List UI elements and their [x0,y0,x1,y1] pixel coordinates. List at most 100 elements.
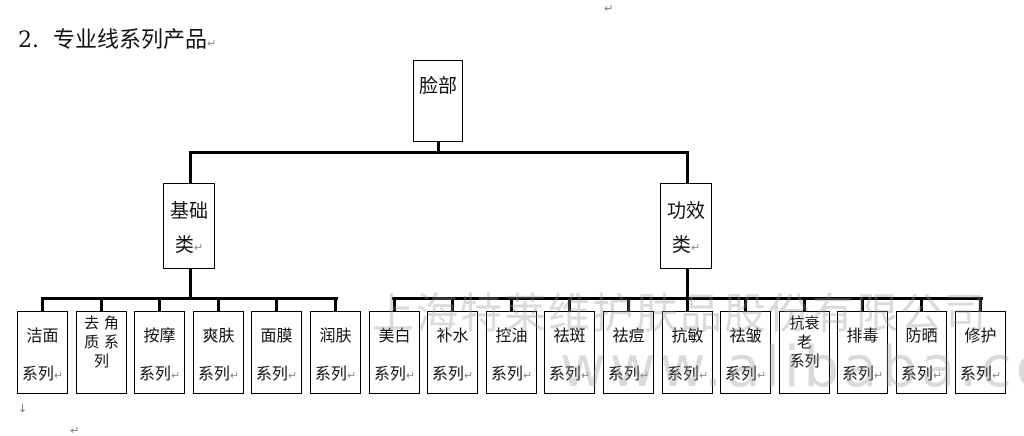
leaf-node: 祛斑系列↵ [544,311,595,394]
connector [627,297,630,311]
connector [510,297,513,311]
leaf-label: 祛皱 [729,326,762,345]
category-label: 类 [174,234,194,256]
paragraph-mark: ↵ [463,369,474,382]
connector [979,297,982,311]
leaf-node: 抗衰老系列 [779,311,830,394]
paragraph-mark: ↵ [53,369,64,382]
leaf-label: 美白 [378,326,411,345]
leaf-label: 去 角 [84,314,119,332]
connector [437,142,440,153]
leaf-label: 老 [796,333,812,351]
leaf-label: 质 系 [84,333,119,351]
paragraph-mark: ↵ [991,369,1002,382]
connector [803,297,806,311]
heading-number: 2. [18,28,39,53]
paragraph-mark: ↵ [604,2,614,15]
connector [920,297,923,311]
connector [686,151,689,183]
leaf-label: 系列 [197,364,230,383]
category-node-efficacy: 功效 类↵ [660,183,712,269]
connector [451,297,454,311]
leaf-node: 按摩系列↵ [134,311,185,394]
connector [189,269,192,299]
leaf-label: 系列 [724,364,757,383]
leaf-node: 祛痘系列↵ [603,311,654,394]
paragraph-mark: ↵ [170,369,181,382]
leaf-label: 系列 [959,364,992,383]
leaf-label: 抗衰 [789,314,820,332]
leaf-label: 系列 [841,364,874,383]
leaf-node: 控油系列↵ [486,311,537,394]
leaf-node: 补水系列↵ [427,311,478,394]
category-label: 功效 [666,200,705,222]
leaf-label: 系列 [607,364,640,383]
connector [100,297,103,311]
leaf-label: 列 [93,352,109,370]
leaf-node: 防晒系列↵ [896,311,947,394]
connector [41,297,44,311]
connector [41,297,338,300]
connector [275,297,278,311]
leaf-node: 面膜系列↵ [251,311,302,394]
section-heading: 2. 专业线系列产品↵ [18,22,216,54]
paragraph-mark: ↵ [207,37,217,50]
paragraph-mark: ↵ [690,241,701,254]
connector [189,151,192,183]
paragraph-mark: ↵ [873,369,884,382]
leaf-node: 美白系列↵ [369,311,420,394]
leaf-node: 去 角质 系列 [76,311,127,394]
leaf-node: 爽肤系列↵ [193,311,244,394]
paragraph-mark: ↵ [346,369,357,382]
paragraph-mark: ↵ [932,369,943,382]
leaf-label: 爽肤 [202,326,235,345]
leaf-label: 洁面 [26,326,59,345]
connector [568,297,571,311]
connector [861,297,864,311]
paragraph-mark: ↵ [287,369,298,382]
category-node-basic: 基础 类↵ [163,183,215,269]
connector [334,297,337,311]
leaf-label: 祛斑 [553,326,586,345]
leaf-node: 祛皱系列↵ [720,311,771,394]
heading-text: 专业线系列产品 [53,28,208,53]
connector [686,297,689,311]
leaf-label: 系列 [138,364,171,383]
leaf-label: 系列 [666,364,699,383]
leaf-label: 补水 [436,326,469,345]
paragraph-mark: ↵ [698,369,709,382]
leaf-label: 系列 [789,352,820,370]
paragraph-mark: ↵ [580,369,591,382]
category-label: 类 [671,234,691,256]
leaf-label: 防晒 [905,326,938,345]
leaf-label: 控油 [495,326,528,345]
leaf-label: 按摩 [143,326,176,345]
connector [744,297,747,311]
leaf-node: 排毒系列↵ [837,311,888,394]
line-break-mark: ↓ [18,402,28,415]
leaf-label: 系列 [431,364,464,383]
leaf-label: 润肤 [319,326,352,345]
leaf-label: 修护 [964,326,997,345]
paragraph-mark: ↵ [193,241,204,254]
connector [217,297,220,311]
paragraph-mark: ↵ [229,369,240,382]
leaf-label: 系列 [900,364,933,383]
connector [393,297,396,311]
paragraph-mark: ↵ [405,369,416,382]
leaf-label: 面膜 [260,326,293,345]
connector [189,151,689,154]
leaf-label: 抗敏 [671,326,704,345]
leaf-node: 润肤系列↵ [310,311,361,394]
leaf-label: 系列 [490,364,523,383]
leaf-label: 系列 [373,364,406,383]
paragraph-mark: ↵ [522,369,533,382]
paragraph-mark: ↵ [756,369,767,382]
leaf-label: 排毒 [846,326,879,345]
paragraph-mark: ↵ [70,424,80,436]
paragraph-mark: ↵ [639,369,650,382]
leaf-node: 洁面系列↵ [17,311,68,394]
root-label: 脸部 [418,75,457,97]
leaf-label: 系列 [314,364,347,383]
